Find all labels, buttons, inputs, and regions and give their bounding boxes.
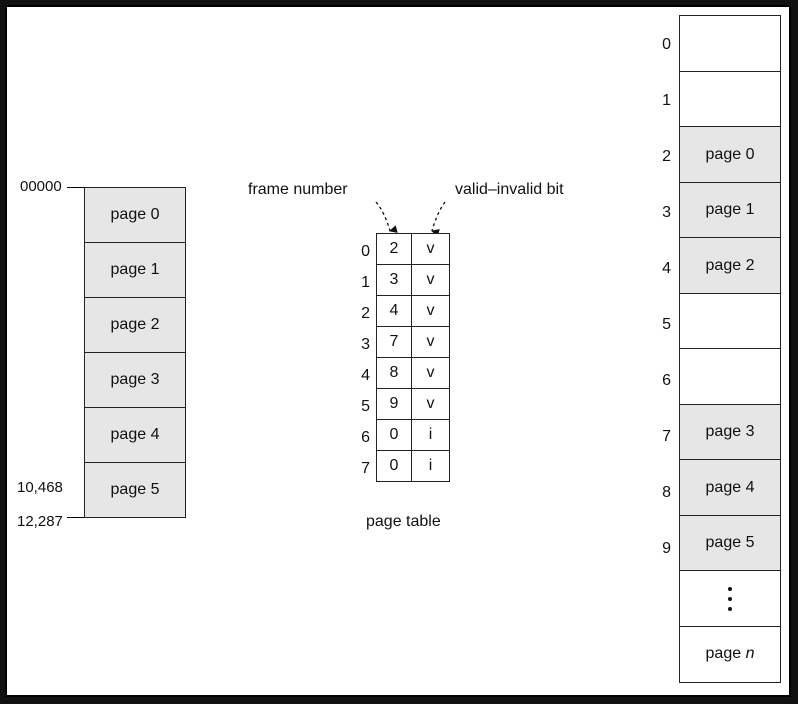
address-start: 00000 [20,178,62,195]
logical-page: page 2 [84,297,186,353]
table-row: 3 v [376,264,450,296]
frame-number-cell: 4 [376,295,412,327]
address-tick [67,517,85,518]
page-table: 2 v 3 v 4 v 7 v 8 v 9 v 0 i 0 i [376,233,450,482]
frame-index: 0 [662,36,671,53]
frame-index: 8 [662,484,671,501]
valid-bit-cell: v [411,357,450,389]
frame-cell [679,70,781,128]
last-frame-variable: n [745,645,755,662]
frame-number-cell: 2 [376,233,412,265]
frame-index: 1 [662,92,671,109]
valid-bit-cell: v [411,326,450,358]
frame-number-cell: 0 [376,450,412,482]
valid-invalid-label: valid–invalid bit [455,181,564,198]
frame-number-cell: 3 [376,264,412,296]
address-tick [67,187,85,188]
logical-page: page 5 [84,462,186,518]
page-table-index: 2 [361,305,370,322]
frame-index: 6 [662,372,671,389]
table-row: 8 v [376,357,450,389]
frame-cell [679,292,781,350]
table-row: 4 v [376,295,450,327]
table-row: 0 i [376,419,450,451]
frame-number-cell: 7 [376,326,412,358]
frame-cell [679,15,781,72]
frame-cell-last: page n [679,625,781,683]
valid-bit-cell: v [411,388,450,420]
page-table-index: 6 [361,429,370,446]
frame-index: 2 [662,148,671,165]
page-table-caption: page table [366,513,441,530]
page-table-index: 3 [361,336,370,353]
page-table-index: 0 [361,243,370,260]
table-row: 2 v [376,233,450,265]
frame-cell: page 3 [679,403,781,461]
table-row: 0 i [376,450,450,482]
logical-memory: page 0 page 1 page 2 page 3 page 4 page … [84,187,186,518]
frame-number-label: frame number [248,181,348,198]
frame-cell: page 1 [679,181,781,239]
frame-number-cell: 8 [376,357,412,389]
frame-number-cell: 9 [376,388,412,420]
diagram-canvas: page 0 page 1 page 2 page 3 page 4 page … [5,5,791,697]
page-table-index: 7 [361,460,370,477]
frame-index: 5 [662,316,671,333]
last-frame-prefix: page [705,645,742,662]
page-table-index: 4 [361,367,370,384]
valid-bit-arrow [431,201,446,237]
physical-memory: page 0 page 1 page 2 page 3 page 4 page … [679,15,781,683]
page-table-index: 1 [361,274,370,291]
logical-page: page 0 [84,187,186,243]
ellipsis-icon [679,570,781,627]
address-end: 12,287 [17,513,63,530]
valid-bit-cell: v [411,295,450,327]
frame-number-arrow [375,201,398,233]
valid-bit-cell: i [411,450,450,482]
logical-page: page 4 [84,407,186,463]
page-table-index: 5 [361,398,370,415]
frame-cell: page 4 [679,459,781,516]
frame-index: 4 [662,260,671,277]
valid-bit-cell: v [411,264,450,296]
frame-number-cell: 0 [376,419,412,451]
address-last-page: 10,468 [17,479,63,496]
frame-cell: page 0 [679,126,781,183]
frame-index: 9 [662,540,671,557]
frame-cell: page 5 [679,514,781,572]
frame-cell [679,348,781,405]
table-row: 7 v [376,326,450,358]
frame-cell: page 2 [679,237,781,294]
frame-index: 3 [662,204,671,221]
valid-bit-cell: i [411,419,450,451]
label-arrows [375,201,446,237]
valid-bit-cell: v [411,233,450,265]
frame-index: 7 [662,428,671,445]
table-row: 9 v [376,388,450,420]
